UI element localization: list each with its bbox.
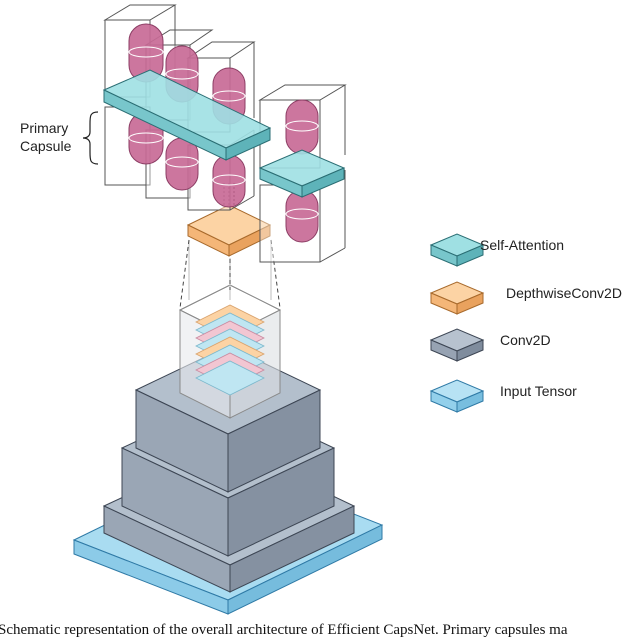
legend-label: Self-Attention <box>480 237 564 253</box>
figure-caption: Schematic representation of the overall … <box>0 622 568 638</box>
capsule-pill <box>285 189 319 243</box>
capsule-pill <box>212 154 246 208</box>
legend-item-self-attention: Self-Attention <box>429 233 564 267</box>
legend-label: Conv2D <box>500 332 551 348</box>
capsule-pill <box>165 137 199 191</box>
primary-capsule-label: Primary Capsule <box>20 111 99 165</box>
capsule-pill <box>285 99 319 155</box>
depthwise-projection <box>179 239 281 309</box>
legend-swatch-right <box>456 339 484 362</box>
primary-capsule-label-line1: Primary <box>20 120 68 136</box>
feature-layer-column <box>178 284 282 419</box>
legend-swatch-right <box>456 390 484 413</box>
capsule-pill <box>128 23 164 83</box>
legend-item-input-tensor: Input Tensor <box>429 379 577 413</box>
legend-item-depthwiseconv2d: DepthwiseConv2D <box>429 281 622 315</box>
stacked-feature-layers <box>195 304 265 396</box>
legend-label: DepthwiseConv2D <box>506 285 622 301</box>
legend-swatch-right <box>456 292 484 315</box>
primary-capsule-label-line2: Capsule <box>20 138 72 154</box>
curly-brace-icon <box>82 111 99 165</box>
depthwiseconv2d-block <box>186 204 272 257</box>
self-attention-slab-main <box>102 69 272 161</box>
legend-swatch-right <box>456 244 484 267</box>
legend-label: Input Tensor <box>500 383 577 399</box>
legend-item-conv2d: Conv2D <box>429 328 551 362</box>
self-attention-slab-right <box>258 149 346 198</box>
